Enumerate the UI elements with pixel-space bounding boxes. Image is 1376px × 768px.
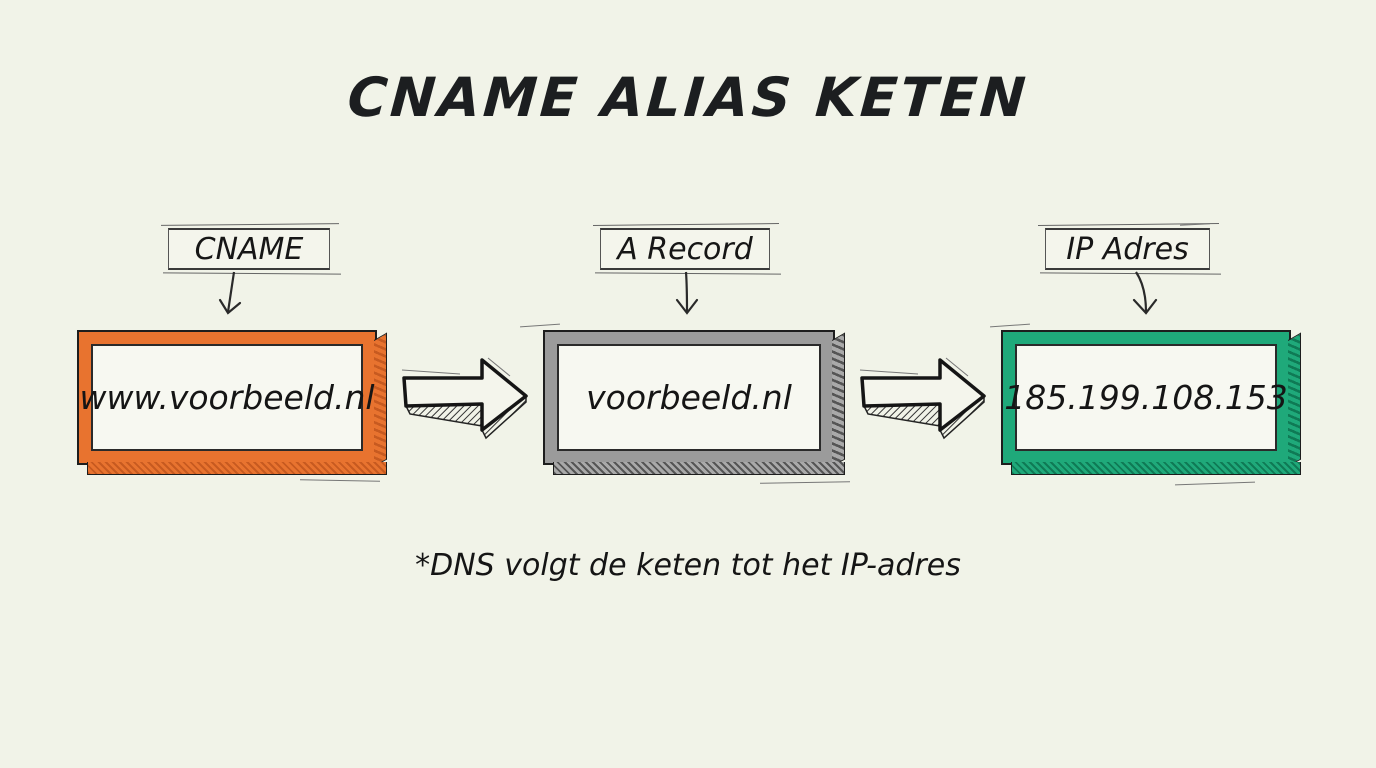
sketch-line — [1179, 223, 1211, 226]
sketch-line — [1175, 481, 1255, 486]
node-depth — [87, 462, 387, 475]
node-depth — [553, 462, 845, 475]
node-depth — [832, 332, 845, 467]
diagram-title: CNAME ALIAS KETEN — [345, 66, 1031, 129]
footnote: *DNS volgt de keten tot het IP-adres — [415, 548, 961, 583]
ip-address-label: IP Adres — [1045, 228, 1210, 270]
down-arrow-icon — [1132, 271, 1158, 315]
right-arrow-icon — [859, 357, 986, 440]
down-arrow-icon — [675, 271, 699, 315]
node-depth — [374, 332, 387, 467]
a-record-node: voorbeeld.nl — [543, 330, 845, 475]
ip-address-node: 185.199.108.153 — [1001, 330, 1301, 475]
sketch-line — [759, 481, 851, 484]
cname-node: www.voorbeeld.nl — [77, 330, 387, 475]
a-record-value: voorbeeld.nl — [557, 344, 821, 451]
ip-address-value: 185.199.108.153 — [1004, 344, 1288, 451]
right-arrow-icon — [401, 357, 528, 440]
cname-label: CNAME — [168, 228, 330, 270]
sketch-line — [990, 323, 1030, 328]
cname-value: www.voorbeeld.nl — [79, 344, 375, 451]
sketch-line — [520, 323, 560, 328]
down-arrow-icon — [218, 271, 242, 315]
node-depth — [1288, 332, 1301, 467]
a-record-label: A Record — [600, 228, 770, 270]
sketch-line — [299, 479, 381, 482]
node-depth — [1011, 462, 1301, 475]
